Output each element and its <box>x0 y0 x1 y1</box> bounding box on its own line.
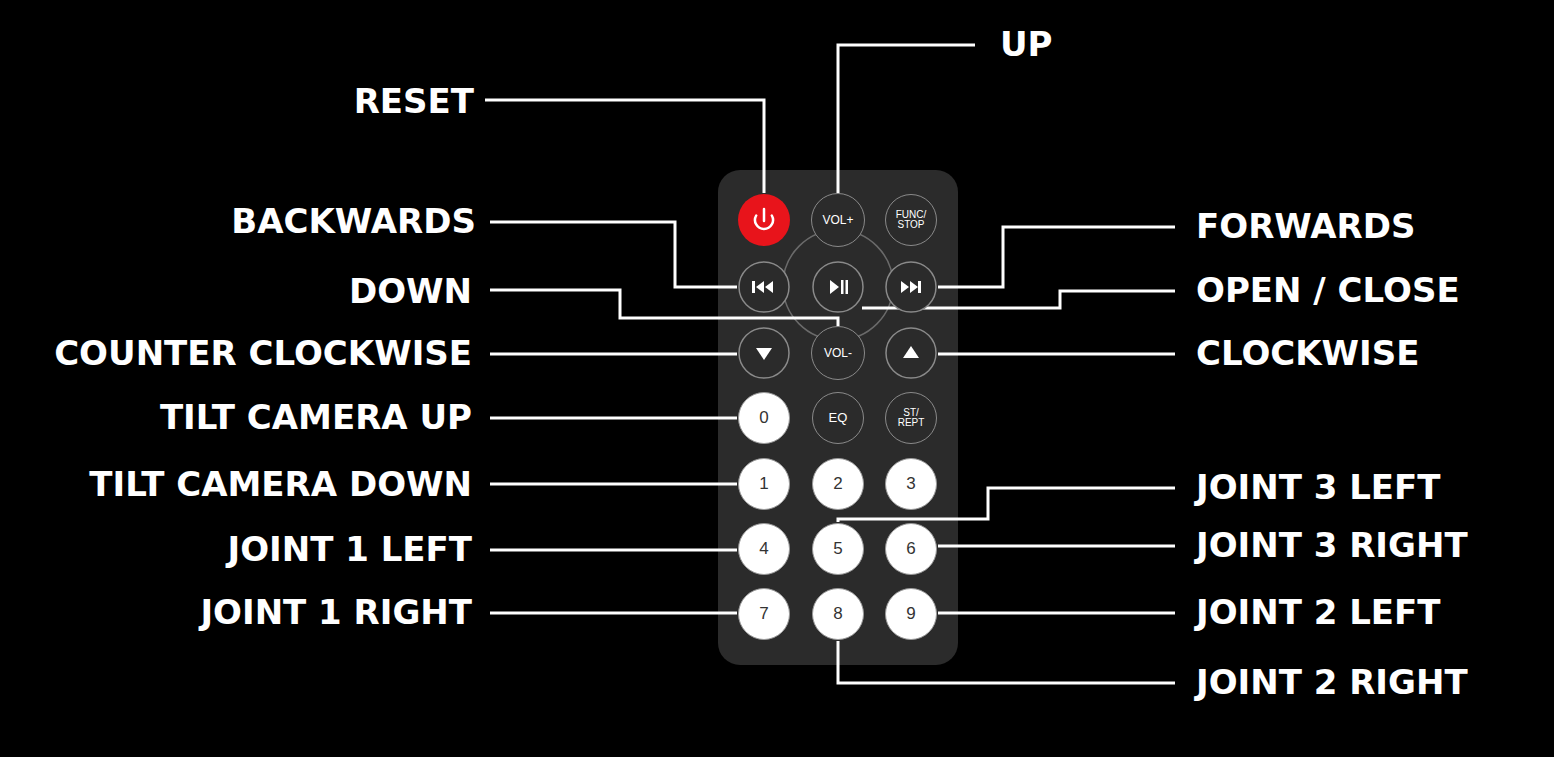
button-label: 7 <box>744 605 784 623</box>
callout-label: JOINT 3 RIGHT <box>1196 527 1468 564</box>
next-icon <box>901 281 918 293</box>
leader-line <box>938 227 1175 287</box>
leader-line <box>490 549 737 552</box>
play-button <box>813 262 863 312</box>
leader-line <box>490 612 737 615</box>
remote-button: VOL- <box>811 326 865 380</box>
prev-icon <box>756 281 773 293</box>
remote-button: 0 <box>738 392 790 444</box>
pause-icon <box>841 280 844 294</box>
play-icon <box>830 280 839 294</box>
remote-button: 3 <box>885 458 937 510</box>
next-icon <box>918 281 921 293</box>
button-label: VOL+ <box>815 214 861 227</box>
leader-line <box>938 353 1175 356</box>
remote-button: 7 <box>738 588 790 640</box>
down-arrow-button <box>739 328 789 378</box>
remote-button: VOL+ <box>811 193 865 247</box>
up-arrow-button <box>886 328 936 378</box>
leader-lines <box>485 45 1175 683</box>
leader-line <box>838 641 1175 683</box>
remote-button: 5 <box>812 523 864 575</box>
down-triangle-icon <box>756 348 772 360</box>
callout-label: FORWARDS <box>1196 208 1416 245</box>
prev-button <box>739 262 789 312</box>
remote-button: FUNC/ STOP <box>885 194 937 246</box>
button-label: 9 <box>891 605 931 623</box>
callout-label: RESET <box>354 83 474 120</box>
remote-button: 2 <box>812 458 864 510</box>
remote-body <box>718 170 958 665</box>
leader-line <box>490 417 737 420</box>
button-label: 6 <box>891 540 931 558</box>
callout-label: COUNTER CLOCKWISE <box>54 335 472 372</box>
button-label: VOL- <box>815 347 861 360</box>
button-label: 8 <box>818 605 858 623</box>
remote-button: ST/ REPT <box>885 392 937 444</box>
button-label: FUNC/ STOP <box>893 210 929 231</box>
button-label: ST/ REPT <box>895 408 927 429</box>
remote-button: 9 <box>885 588 937 640</box>
leader-line <box>485 100 764 193</box>
callout-label: TILT CAMERA DOWN <box>89 466 472 503</box>
leader-line <box>938 612 1175 615</box>
button-label: 5 <box>818 540 858 558</box>
power-icon <box>755 209 773 229</box>
remote-button: 4 <box>738 523 790 575</box>
callout-label: BACKWARDS <box>231 203 476 240</box>
button-label: 4 <box>744 540 784 558</box>
up-triangle-icon <box>903 346 919 358</box>
remote-button: EQ <box>812 392 864 444</box>
remote-button: 6 <box>885 523 937 575</box>
button-label: 1 <box>744 475 784 493</box>
next-button <box>886 262 936 312</box>
callout-label: OPEN / CLOSE <box>1196 272 1460 309</box>
callout-label: JOINT 1 RIGHT <box>200 594 472 631</box>
callout-label: TILT CAMERA UP <box>160 399 472 436</box>
leader-line <box>938 545 1175 548</box>
leader-line <box>838 45 975 193</box>
callout-label: CLOCKWISE <box>1196 335 1419 372</box>
leader-line <box>490 222 737 287</box>
callout-label: JOINT 3 LEFT <box>1196 469 1441 506</box>
leader-line <box>490 353 737 356</box>
pause-icon <box>846 280 849 294</box>
callout-label: DOWN <box>349 273 472 310</box>
callout-label: UP <box>1000 26 1053 63</box>
button-label: 2 <box>818 475 858 493</box>
callout-label: JOINT 2 LEFT <box>1196 594 1441 631</box>
leader-line <box>490 483 737 486</box>
callout-label: JOINT 2 RIGHT <box>1196 664 1468 701</box>
prev-icon <box>752 281 755 293</box>
button-label: EQ <box>818 411 858 425</box>
remote-button: 8 <box>812 588 864 640</box>
remote-button: 1 <box>738 458 790 510</box>
callout-label: JOINT 1 LEFT <box>228 531 473 568</box>
button-label: 3 <box>891 475 931 493</box>
button-label: 0 <box>744 409 784 427</box>
power-button <box>738 194 790 246</box>
